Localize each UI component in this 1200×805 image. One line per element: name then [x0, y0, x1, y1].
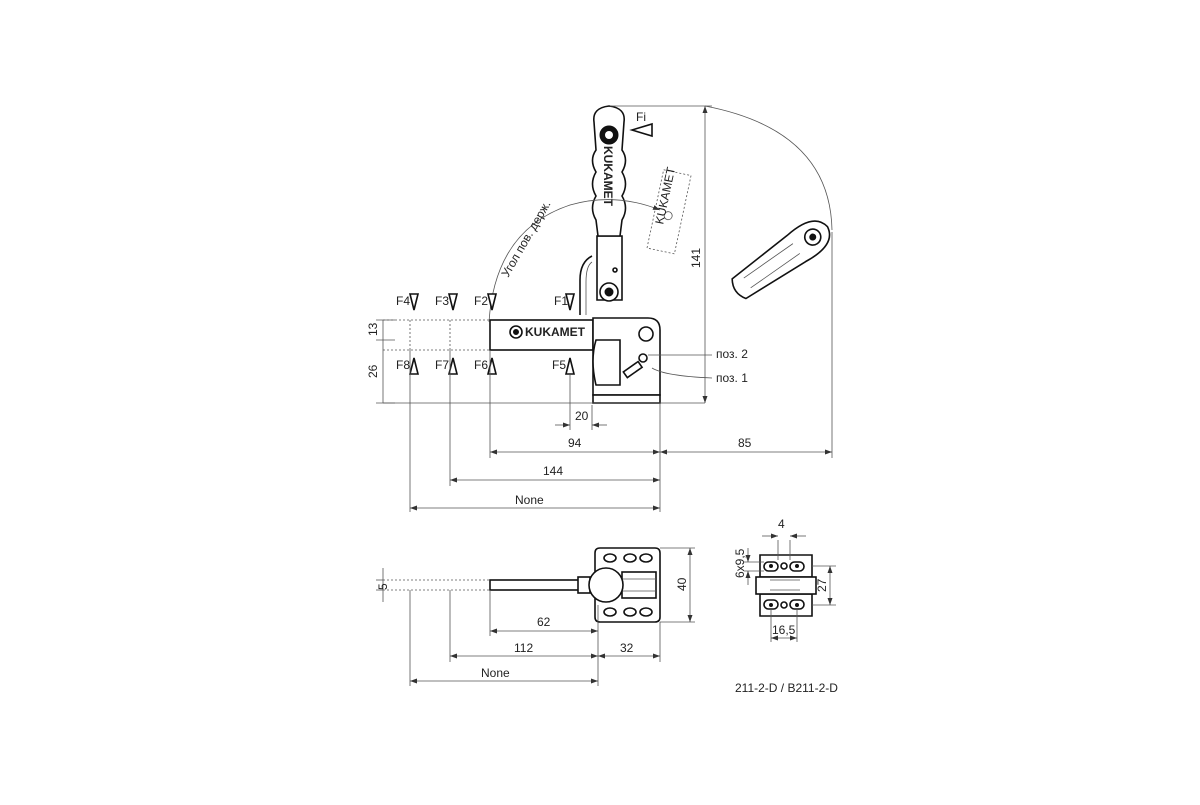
clamp-base	[592, 394, 661, 404]
angle-label: Угол пов. держ.	[498, 198, 553, 279]
handle-open-position	[731, 220, 831, 300]
grip-brand-text: KUKAMET	[601, 146, 615, 207]
dim-16-5: 16,5	[772, 623, 796, 637]
down-arrow-icon	[408, 293, 420, 311]
forces-bottom-row: F8 F7 F6 F5	[396, 357, 576, 375]
dim-85: 85	[738, 436, 752, 450]
dim-141: 141	[689, 248, 703, 268]
force-arrow-icon	[629, 122, 653, 138]
forces-top-row: F4 F3 F2 F1	[396, 293, 576, 311]
force-label-f5: F5	[552, 358, 566, 372]
clamp-arm	[489, 319, 594, 351]
svg-text:KUKAMET: KUKAMET	[652, 165, 678, 225]
spindle-bar	[489, 579, 591, 591]
force-label-f6: F6	[474, 358, 488, 372]
dim-62: 62	[537, 615, 551, 629]
arm-brand-text: KUKAMET	[525, 325, 586, 339]
top-view: 5 40 62 112 32 None	[376, 547, 695, 686]
grip-knob	[588, 567, 624, 603]
up-arrow-icon	[564, 357, 576, 375]
handle-ghost-position: KUKAMET	[646, 165, 692, 255]
dim-none-top: None	[481, 666, 510, 680]
dim-20: 20	[575, 409, 589, 423]
up-arrow-icon	[447, 357, 459, 375]
force-label-f7: F7	[435, 358, 449, 372]
model-number: 211-2-D / B211-2-D	[735, 681, 838, 695]
dim-13: 13	[366, 322, 380, 336]
down-arrow-icon	[447, 293, 459, 311]
dim-6x95: 6x9,5	[733, 548, 747, 578]
pos1-label: поз. 1	[716, 371, 748, 385]
force-label-f8: F8	[396, 358, 410, 372]
base-view: 4 6x9,5 27 16,5 211-2-D / B211-2-D	[733, 517, 838, 695]
dim-4: 4	[778, 517, 785, 531]
dim-144: 144	[543, 464, 563, 478]
lock-lever-icon	[622, 360, 644, 379]
dim-112: 112	[514, 641, 533, 655]
force-label-f2: F2	[474, 294, 488, 308]
pos2-label: поз. 2	[716, 347, 748, 361]
down-arrow-icon	[564, 293, 576, 311]
force-label-f3: F3	[435, 294, 449, 308]
up-arrow-icon	[408, 357, 420, 375]
dim-26: 26	[366, 364, 380, 378]
dim-40: 40	[675, 577, 689, 591]
dim-none-side: None	[515, 493, 544, 507]
up-arrow-icon	[486, 357, 498, 375]
side-view: KUKAMET KUKAMET Fi KUKAMET	[366, 105, 833, 512]
pos2-pin-icon	[638, 353, 648, 363]
force-input-label: Fi	[636, 110, 646, 124]
force-label-f4: F4	[396, 294, 410, 308]
force-label-f1: F1	[554, 294, 568, 308]
dim-94: 94	[568, 436, 582, 450]
down-arrow-icon	[486, 293, 498, 311]
rotation-arc	[488, 199, 661, 323]
dim-27: 27	[815, 578, 829, 592]
dim-5: 5	[376, 583, 390, 590]
dim-32: 32	[620, 641, 634, 655]
